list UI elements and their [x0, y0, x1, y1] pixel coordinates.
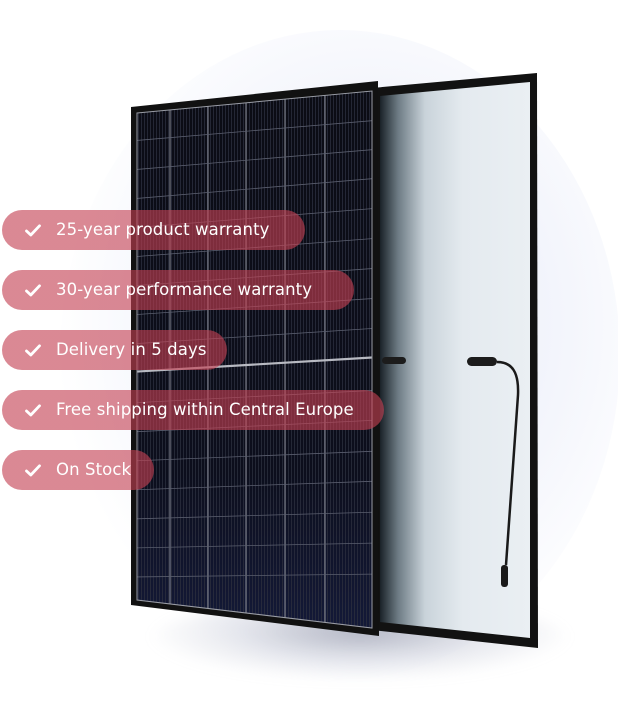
- feature-badge: 30-year performance warranty: [2, 270, 354, 310]
- check-icon: [24, 341, 42, 359]
- feature-label: 25-year product warranty: [56, 220, 270, 239]
- check-icon: [24, 281, 42, 299]
- check-icon: [24, 461, 42, 479]
- feature-label: Delivery in 5 days: [56, 340, 207, 359]
- feature-label: Free shipping within Central Europe: [56, 400, 354, 419]
- feature-label: On Stock: [56, 460, 132, 479]
- panel-back-view: [372, 73, 538, 648]
- feature-badge: On Stock: [2, 450, 154, 490]
- check-icon: [24, 221, 42, 239]
- check-icon: [24, 401, 42, 419]
- feature-badge: Free shipping within Central Europe: [2, 390, 384, 430]
- feature-badge: 25-year product warranty: [2, 210, 305, 250]
- feature-label: 30-year performance warranty: [56, 280, 313, 299]
- feature-badge: Delivery in 5 days: [2, 330, 227, 370]
